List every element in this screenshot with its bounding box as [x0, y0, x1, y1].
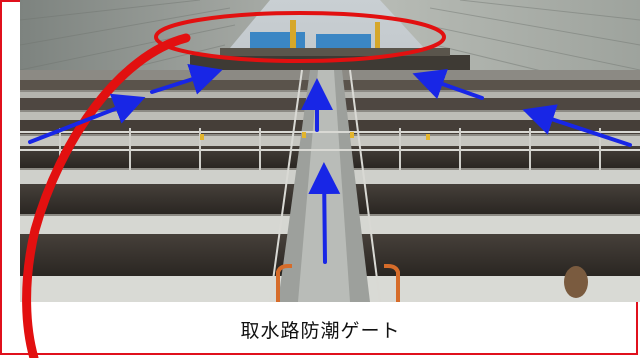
photo-illustration	[20, 0, 640, 302]
photo-caption: 取水路防潮ゲート	[240, 320, 401, 342]
intake-channel-photo	[20, 0, 640, 302]
